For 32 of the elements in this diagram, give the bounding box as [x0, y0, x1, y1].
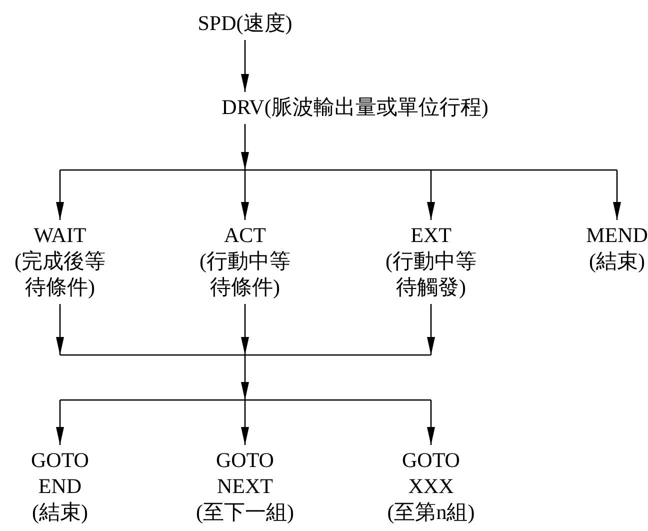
- command-label: WAIT: [32, 222, 88, 248]
- command-label: MEND: [585, 222, 648, 248]
- arrow: [56, 400, 64, 445]
- arrow: [427, 170, 435, 220]
- description-text: (結束): [588, 248, 646, 274]
- description-text: (行動中等待觸發): [385, 248, 477, 300]
- arrow: [241, 170, 249, 220]
- arrow: [56, 304, 64, 355]
- arrow: [427, 304, 435, 355]
- arrow: [56, 170, 64, 220]
- command-label: GOTO NEXT: [215, 447, 275, 499]
- command-label: SPD(速度): [196, 10, 294, 36]
- arrow: [613, 170, 621, 220]
- merge-line: [60, 354, 431, 356]
- command-label: DRV(脈波輸出量或單位行程): [220, 94, 490, 120]
- command-label: ACT: [223, 222, 267, 248]
- arrow: [241, 124, 249, 170]
- arrow: [241, 355, 249, 400]
- command-label: GOTO XXX: [401, 447, 461, 499]
- description-text: (完成後等待條件): [14, 248, 106, 300]
- branch-line: [60, 399, 431, 401]
- description-text: (至第n組): [386, 499, 476, 525]
- branch-line: [60, 169, 617, 171]
- command-label: GOTO END: [30, 447, 90, 499]
- description-text: (結束): [31, 499, 89, 525]
- description-text: (行動中等待條件): [199, 248, 291, 300]
- arrow: [427, 400, 435, 445]
- command-label: EXT: [410, 222, 452, 248]
- description-text: (至下一組): [195, 499, 295, 525]
- arrow: [241, 304, 249, 355]
- arrow: [241, 400, 249, 445]
- arrow: [241, 40, 249, 92]
